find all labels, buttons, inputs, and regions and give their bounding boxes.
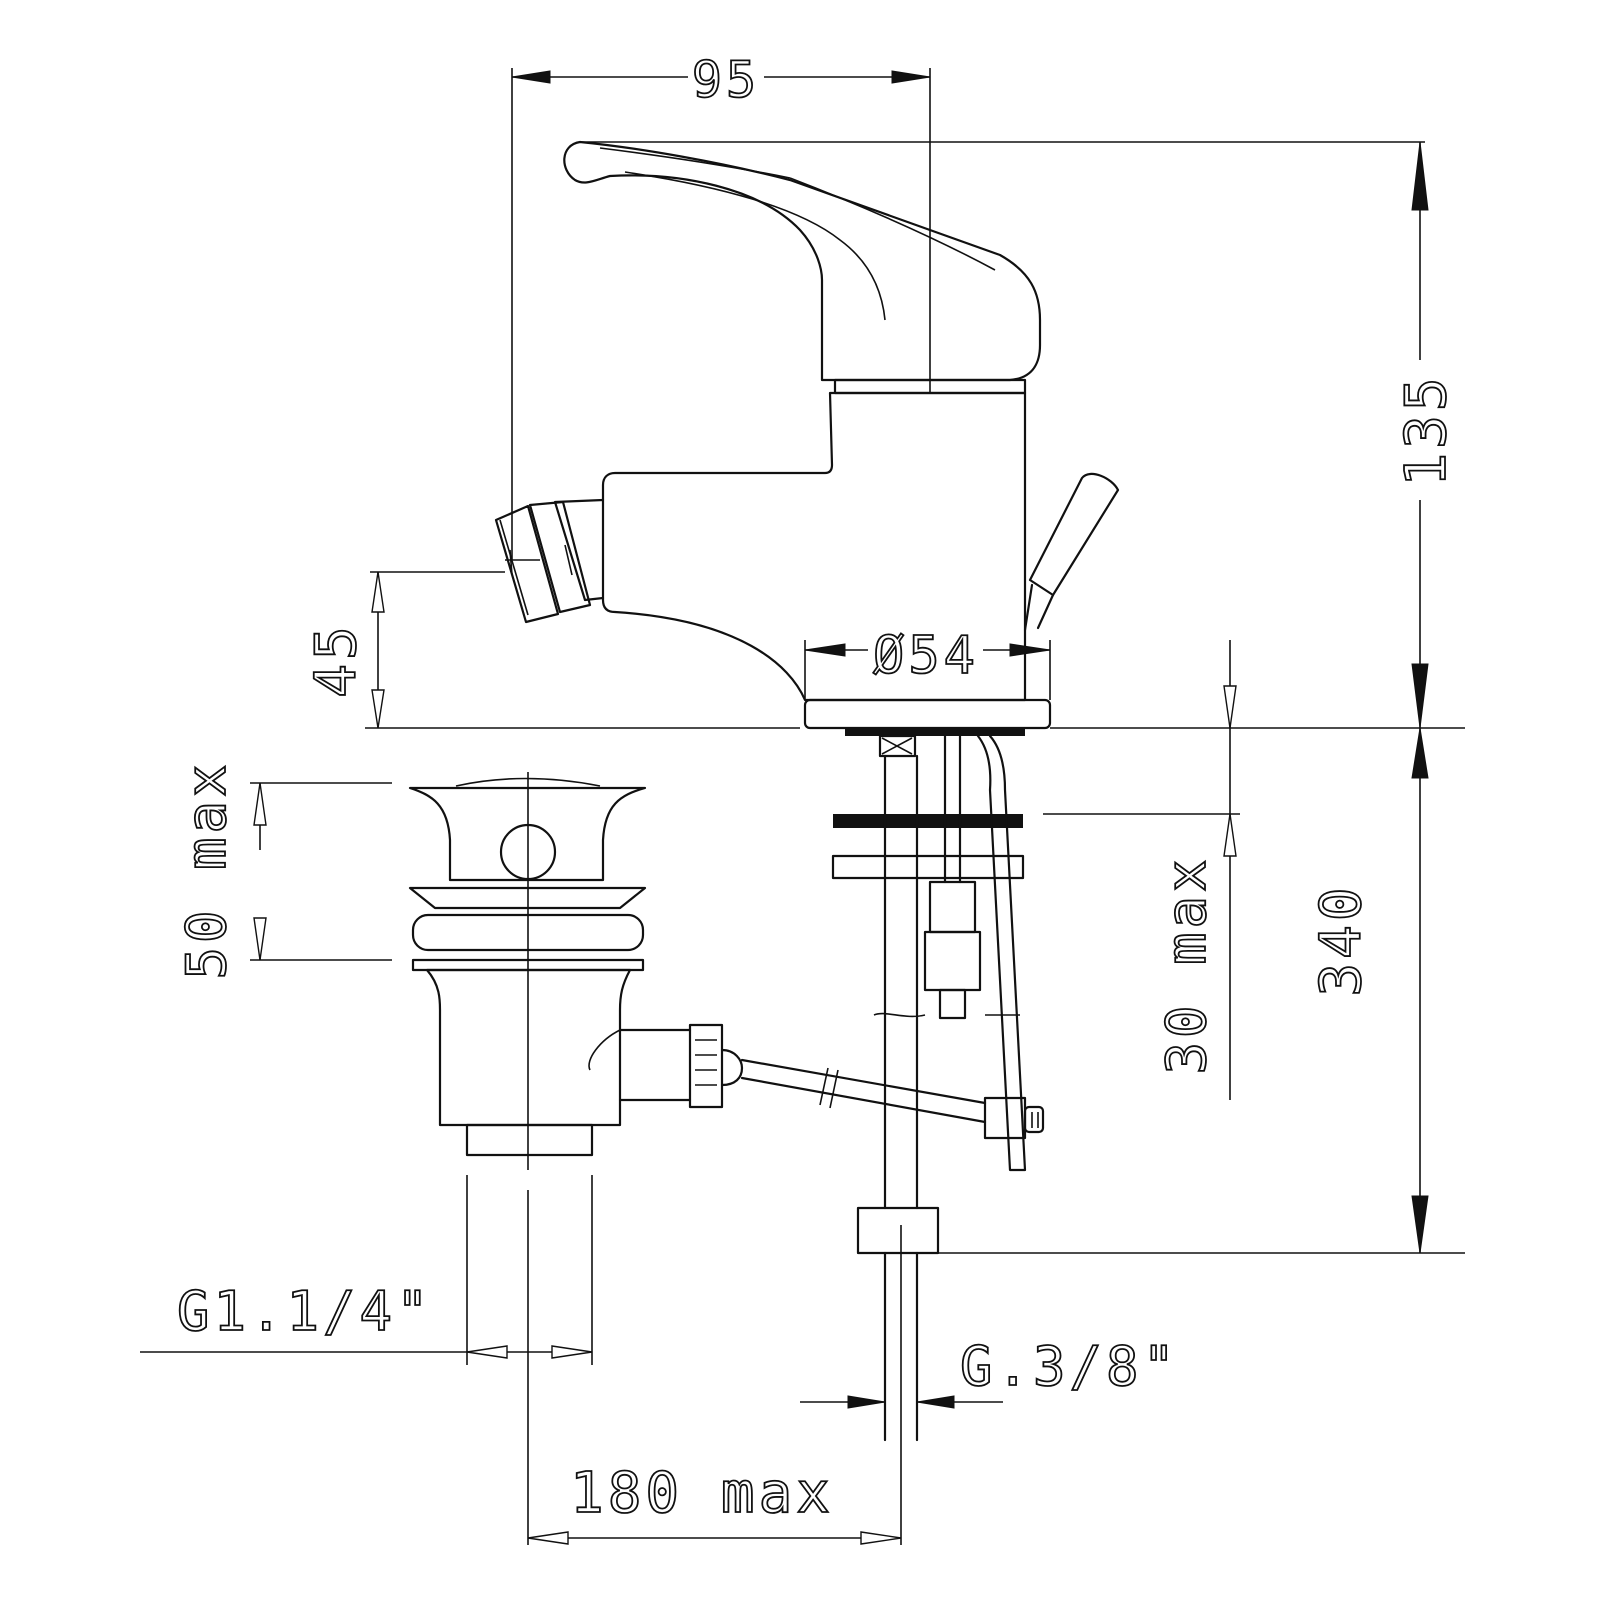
dim-label-135: 135 <box>1394 373 1459 486</box>
dim-label-95: 95 <box>692 51 760 109</box>
mixer-body <box>601 391 1027 702</box>
stud-end <box>938 988 967 1020</box>
dimension-340: 340 <box>938 727 1465 1254</box>
dimension-180max: 180 max <box>527 1460 902 1545</box>
pop-up-waste <box>408 777 1045 1157</box>
waste-tailpiece <box>465 1123 594 1157</box>
dimension-g114: G1.1/4" <box>140 1175 593 1365</box>
dimension-95: 95 <box>511 50 931 560</box>
dimension-g38: G.3/8" <box>800 1334 1179 1409</box>
mixer-tap <box>494 140 1120 730</box>
lever-contour-3 <box>624 171 886 321</box>
rubber-washer <box>833 814 1023 828</box>
aerator <box>494 498 605 624</box>
stud-nut <box>878 734 917 758</box>
base-gasket <box>845 728 1025 736</box>
base-flange <box>803 698 1052 730</box>
metal-washer <box>831 854 1025 880</box>
lever-contour-1 <box>599 147 791 179</box>
hex-nut-upper <box>928 880 977 934</box>
dim-label-340: 340 <box>1309 883 1374 996</box>
hex-nut-lower <box>923 930 982 992</box>
dim-label-180max: 180 max <box>570 1461 834 1526</box>
dimension-30max: 30 max <box>1043 640 1240 1100</box>
waste-top-cap <box>408 786 647 882</box>
linkage-nut <box>688 1023 724 1109</box>
dimension-50max: 50 max <box>174 760 392 980</box>
dim-label-45: 45 <box>304 622 369 697</box>
waste-flange-disc <box>408 886 647 910</box>
pop-up-knob[interactable] <box>1023 472 1120 632</box>
dim-label-g38: G.3/8" <box>960 1335 1179 1398</box>
dim-label-dia54: Ø54 <box>873 626 979 686</box>
dim-label-30max: 30 max <box>1155 855 1218 1074</box>
dim-label-g114: G1.1/4" <box>177 1280 433 1343</box>
dimension-45: 45 <box>303 571 505 729</box>
waste-body <box>425 968 632 1127</box>
lever-handle <box>563 140 1042 382</box>
hose-fitting <box>856 1206 940 1255</box>
fixing-assembly <box>831 728 1027 1442</box>
dimension-135: 135 <box>580 141 1460 729</box>
linkage-rod <box>740 1058 987 1124</box>
lever-contour-2 <box>789 177 996 271</box>
dimension-dia54: Ø54 <box>804 624 1051 700</box>
dim-label-50max: 50 max <box>175 760 238 979</box>
linkage-clamp <box>983 1096 1027 1140</box>
pop-up-rod <box>976 734 1027 1172</box>
